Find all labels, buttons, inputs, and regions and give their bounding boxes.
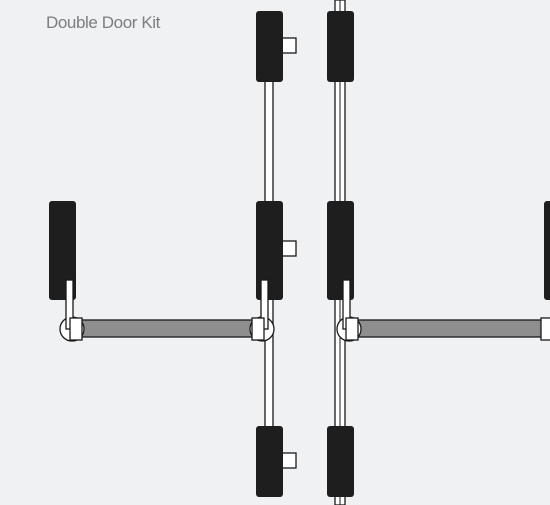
left-top-latch-tab [281,37,297,54]
left-middle-latch-tab [281,240,297,257]
left-door-vertical-rod-assembly [256,11,297,497]
right-handle-cap [540,317,550,341]
left-crossbar [78,319,258,338]
right-top-block [327,11,354,82]
left-push-bar-assembly [49,201,275,342]
left-bottom-latch-tab [281,452,297,469]
left-top-block [256,11,283,82]
right-door-vertical-rod-assembly [327,0,354,505]
right-handle-block [544,201,550,300]
left-bottom-block [256,426,283,497]
left-pivot-cap [69,317,83,341]
center-pivot-cap [251,317,265,341]
right-bottom-block [327,426,354,497]
right-crossbar [354,319,550,338]
right-pivot-cap [345,317,359,341]
diagram-title: Double Door Kit [46,13,161,32]
left-rod-upper [264,77,274,204]
right-push-bar-assembly [336,201,550,342]
right-middle-block [327,201,354,300]
left-handle-block [49,201,76,300]
left-middle-block [256,201,283,300]
